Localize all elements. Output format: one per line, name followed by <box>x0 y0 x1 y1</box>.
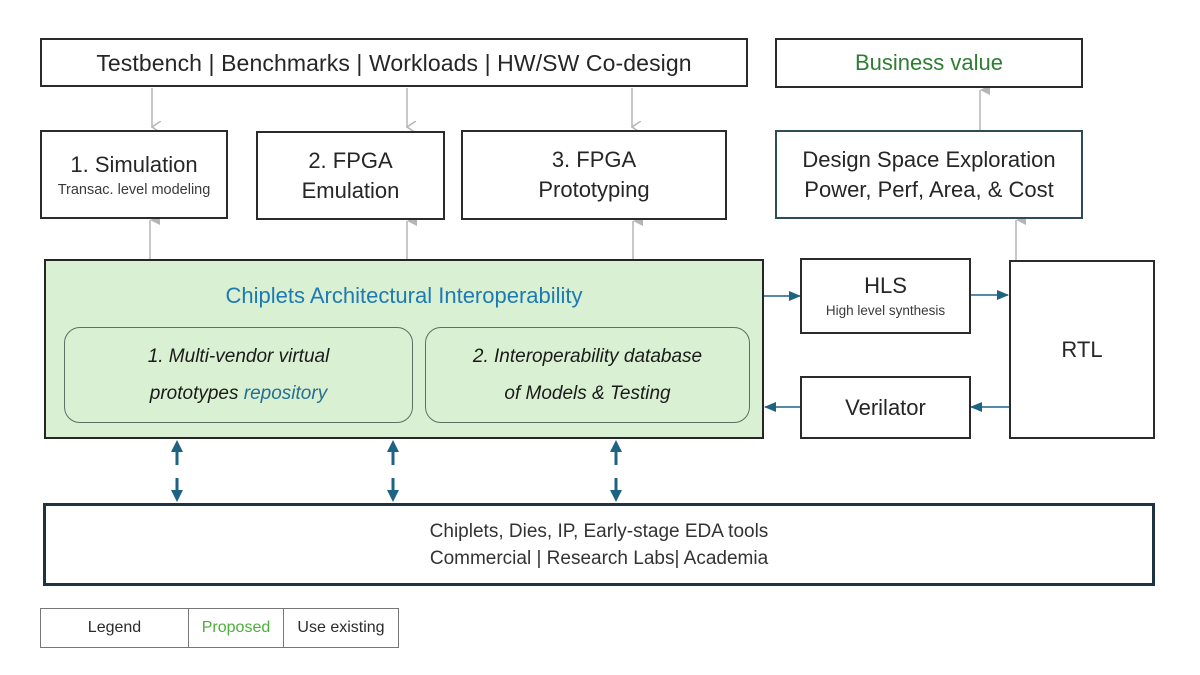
legend-use-existing: Use existing <box>297 619 385 636</box>
fpga-prototyping-box: 3. FPGA Prototyping <box>461 130 727 220</box>
inputs-label: Testbench | Benchmarks | Workloads | HW/… <box>96 49 692 76</box>
inputs-box: Testbench | Benchmarks | Workloads | HW/… <box>40 38 748 87</box>
fpga-emulation-line1: 2. FPGA <box>308 147 393 173</box>
simulation-box: 1. Simulation Transac. level modeling <box>40 130 228 219</box>
multi-vendor-line1: 1. Multi-vendor virtual <box>147 345 330 367</box>
business-value-box: Business value <box>775 38 1083 88</box>
bidir-arrow-2 <box>387 440 399 502</box>
multi-vendor-line2-prefix: prototypes <box>149 382 244 404</box>
multi-vendor-line2: prototypes repository <box>150 383 327 405</box>
legend: Legend Proposed Use existing <box>40 608 399 648</box>
ecosystem-line1: Chiplets, Dies, IP, Early-stage EDA tool… <box>429 520 769 542</box>
dse-line2: Power, Perf, Area, & Cost <box>804 176 1054 202</box>
ecosystem-box: Chiplets, Dies, IP, Early-stage EDA tool… <box>43 503 1155 586</box>
business-value-label: Business value <box>855 50 1003 75</box>
fpga-prototyping-line1: 3. FPGA <box>551 147 637 172</box>
rtl-label: RTL <box>1061 336 1103 362</box>
fpga-prototyping-line2: Prototyping <box>538 177 650 202</box>
verilator-box: Verilator <box>800 376 971 439</box>
fpga-emulation-box: 2. FPGA Emulation <box>256 131 445 220</box>
rtl-box: RTL <box>1009 260 1155 439</box>
bidir-arrow-1 <box>171 440 183 502</box>
simulation-subtitle: Transac. level modeling <box>57 181 211 198</box>
design-space-exploration-box: Design Space Exploration Power, Perf, Ar… <box>775 130 1083 219</box>
interoperability-database-card: 2. Interoperability database of Models &… <box>425 327 750 423</box>
verilator-label: Verilator <box>845 394 926 420</box>
hls-subtitle: High level synthesis <box>825 303 946 318</box>
ecosystem-line2: Commercial | Research Labs| Academia <box>429 547 769 569</box>
legend-title: Legend <box>41 609 189 647</box>
bidir-arrow-3 <box>610 440 622 502</box>
simulation-title: 1. Simulation <box>70 151 198 177</box>
repository-highlight: repository <box>243 382 328 404</box>
interop-db-line2: of Models & Testing <box>504 382 671 404</box>
hls-title: HLS <box>864 273 907 298</box>
dse-line1: Design Space Exploration <box>802 146 1056 172</box>
legend-proposed: Proposed <box>189 609 284 647</box>
multi-vendor-repository-card: 1. Multi-vendor virtual prototypes repos… <box>64 327 413 423</box>
fpga-emulation-line2: Emulation <box>301 177 400 203</box>
hls-box: HLS High level synthesis <box>800 258 971 334</box>
interoperability-title: Chiplets Architectural Interoperability <box>225 283 583 308</box>
interop-db-line1: 2. Interoperability database <box>472 345 703 367</box>
